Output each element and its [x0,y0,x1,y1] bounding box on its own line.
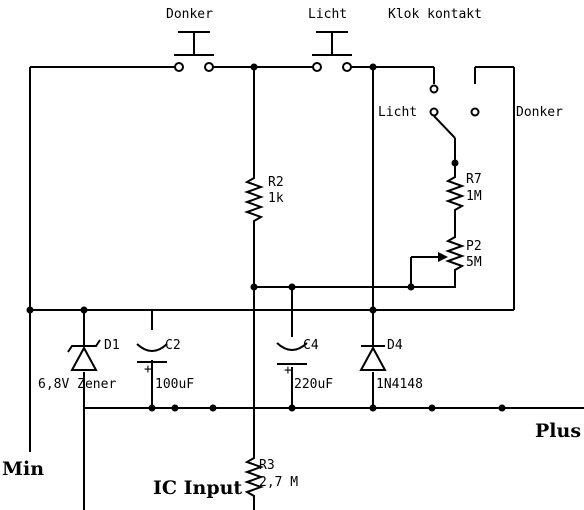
r3-value: 2,7 M [259,475,298,490]
c4-capacitor-symbol [276,342,308,365]
d1-zener-symbol [67,339,101,371]
plus-rail-label: Plus [535,420,581,442]
c2-ref: C2 [165,338,181,353]
r2-ref: R2 [268,175,284,190]
r3-ref: R3 [259,458,275,473]
clock-licht-label: Licht [378,105,417,120]
r2-value: 1k [268,191,284,206]
wires [29,66,584,510]
r3-resistor-symbol [244,452,264,500]
p2-potentiometer-symbol [445,232,465,278]
d4-value: 1N4148 [376,377,423,392]
clock-donker-label: Donker [516,105,563,120]
d4-ref: D4 [387,338,403,353]
d1-ref: D1 [104,338,120,353]
min-rail-label: Min [2,458,44,480]
r7-value: 1M [466,189,482,204]
clock-contact-label: Klok kontakt [388,7,482,22]
r2-resistor-symbol [244,172,264,226]
licht-pushbutton [312,31,352,72]
donker-pushbutton [174,31,214,72]
junction-dots [26,63,506,412]
c4-value: 220uF [294,377,333,392]
c4-polarity-plus: + [284,363,292,378]
p2-ref: P2 [466,239,482,254]
ic-input-label: IC Input [153,477,242,499]
c4-ref: C4 [303,338,319,353]
p2-value: 5M [466,255,482,270]
clock-contact-switch [429,84,480,139]
c2-value: 100uF [155,377,194,392]
d4-diode-symbol [359,345,387,371]
r7-ref: R7 [466,172,482,187]
licht-button-label: Licht [308,7,347,22]
r7-resistor-symbol [445,173,465,217]
c2-capacitor-symbol [136,343,168,363]
d1-value: 6,8V Zener [38,377,116,392]
donker-button-label: Donker [166,7,213,22]
p2-wiper-arrow [438,252,448,262]
c2-polarity-plus: + [144,362,152,377]
